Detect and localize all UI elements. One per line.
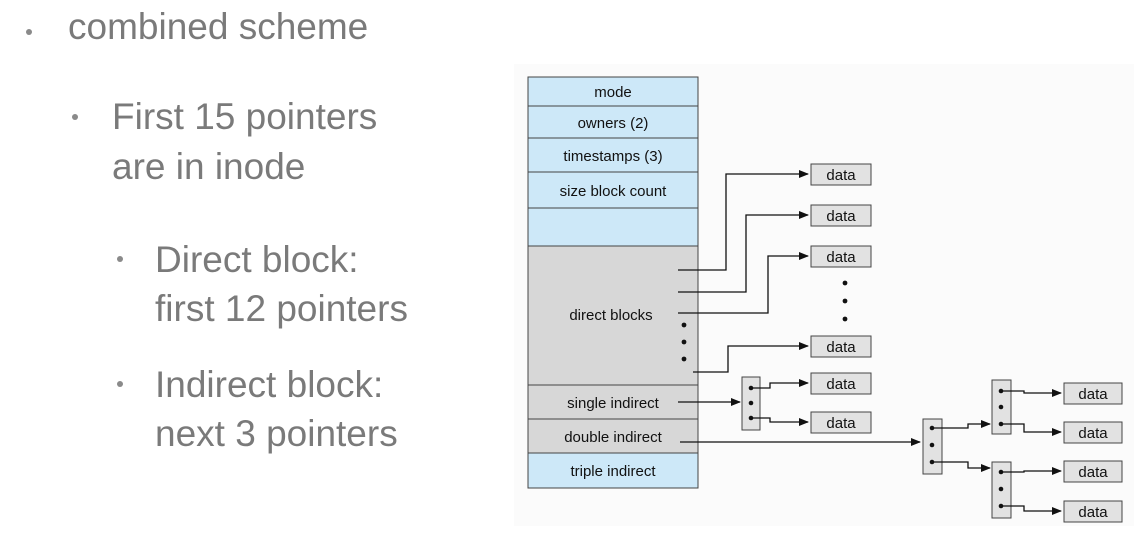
bullet-text-line-2: next 3 pointers — [155, 413, 398, 454]
direct-ellipsis-icon — [681, 322, 687, 362]
bullet-text-line-1: First 15 pointers — [112, 96, 378, 137]
bullet-text-line-1: Direct block: — [155, 239, 359, 280]
data-label: data — [826, 249, 856, 266]
bullet-dot-icon — [117, 381, 123, 387]
data-label: data — [826, 167, 856, 184]
inode-row-double — [527, 418, 699, 454]
inode-label-single: single indirect — [567, 395, 660, 412]
inode-label-direct: direct blocks — [569, 307, 652, 324]
inode-table — [527, 76, 699, 489]
bullet-dot-icon — [26, 29, 32, 35]
data-label: data — [1078, 504, 1108, 521]
inode-label-owners: owners (2) — [578, 115, 649, 132]
data-blocks: data data data data data data data data … — [810, 163, 1123, 523]
inode-label-timestamps: timestamps (3) — [563, 148, 662, 165]
data-label: data — [1078, 464, 1108, 481]
inode-label-size: size block count — [560, 183, 668, 200]
inode-row-timestamps — [527, 137, 699, 173]
data-label: data — [1078, 386, 1108, 403]
inode-label-double: double indirect — [564, 429, 662, 446]
bullet-text-line-2: first 12 pointers — [155, 288, 408, 329]
inode-row-size — [527, 171, 699, 209]
inode-row-owners — [527, 105, 699, 139]
bullet-indirect-block: Indirect block: next 3 pointers — [117, 360, 398, 458]
bullet-direct-block: Direct block: first 12 pointers — [117, 235, 408, 333]
data-label: data — [826, 339, 856, 356]
inode-row-mode — [527, 76, 699, 107]
inode-label-triple: triple indirect — [570, 463, 656, 480]
data-label: data — [1078, 425, 1108, 442]
bullet-text-line-2: are in inode — [112, 146, 306, 187]
inode-row-blank — [527, 207, 699, 247]
bullet-dot-icon — [117, 256, 123, 262]
data-label: data — [826, 415, 856, 432]
bullet-combined-scheme: combined scheme — [26, 6, 369, 48]
direct-pointer-arrows — [678, 170, 809, 373]
bullet-first-15-pointers: First 15 pointers are in inode — [72, 92, 378, 192]
inode-label-mode: mode — [594, 84, 632, 101]
inode-row-triple — [527, 452, 699, 489]
bullet-text-line-1: Indirect block: — [155, 364, 384, 405]
data-label: data — [826, 208, 856, 225]
bullet-text: combined scheme — [68, 6, 369, 47]
bullet-dot-icon — [72, 114, 78, 120]
data-ellipsis-icon — [842, 280, 848, 322]
data-label: data — [826, 376, 856, 393]
